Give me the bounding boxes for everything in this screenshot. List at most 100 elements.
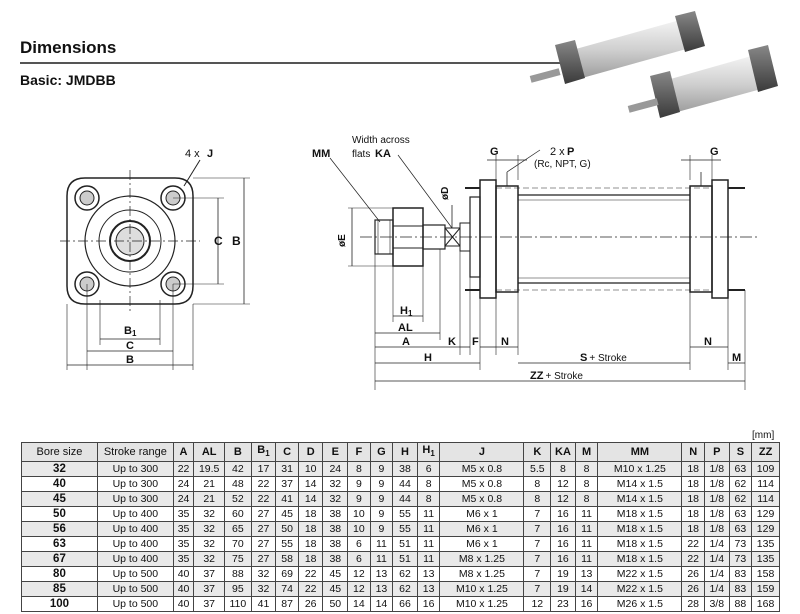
column-header: AL: [193, 441, 226, 463]
table-cell: 8: [416, 491, 441, 508]
table-cell: 114: [751, 476, 780, 493]
table-cell: 9: [347, 476, 371, 493]
table-cell: 5.5: [523, 461, 552, 478]
label-n-left: N: [501, 336, 509, 348]
table-cell: 18: [681, 476, 705, 493]
table-cell: M18 x 1.5: [597, 521, 683, 538]
column-header: H: [392, 441, 418, 463]
table-cell: 73: [728, 551, 753, 568]
table-cell: 63: [21, 536, 98, 553]
column-header: B1: [250, 441, 277, 463]
table-cell: 45: [322, 581, 349, 598]
table-cell: 9: [369, 461, 394, 478]
table-cell: 1/8: [703, 461, 730, 478]
table-cell: 11: [416, 521, 441, 538]
column-header: H1: [416, 441, 441, 463]
table-cell: 26: [297, 596, 324, 613]
table-cell: M18 x 1.5: [597, 506, 683, 523]
label-m: M: [732, 352, 741, 364]
column-header: K: [523, 441, 552, 463]
table-cell: 11: [574, 521, 599, 538]
table-cell: 135: [751, 536, 780, 553]
table-cell: 95: [224, 581, 252, 598]
table-cell: Up to 500: [96, 581, 174, 598]
label-port-count: 2 x: [550, 146, 565, 158]
column-header: C: [275, 441, 299, 463]
table-cell: 8: [550, 461, 576, 478]
table-cell: 88: [224, 566, 252, 583]
table-cell: 16: [574, 596, 599, 613]
table-cell: 109: [751, 461, 780, 478]
table-cell: Up to 300: [96, 491, 174, 508]
table-cell: 11: [369, 551, 394, 568]
table-cell: 22: [681, 551, 705, 568]
table-cell: 10: [347, 506, 371, 523]
column-header: J: [439, 441, 525, 463]
column-header: Bore size: [21, 441, 98, 463]
label-al: AL: [398, 322, 413, 334]
table-cell: M26 x 1.5: [597, 596, 683, 613]
label-phi-e: øE: [337, 234, 348, 247]
table-cell: 74: [275, 581, 299, 598]
column-header: N: [681, 441, 705, 463]
table-cell: 13: [416, 566, 441, 583]
table-cell: M6 x 1: [439, 521, 525, 538]
table-cell: 22: [297, 566, 324, 583]
table-cell: 7: [523, 536, 552, 553]
table-cell: 63: [728, 461, 753, 478]
table-cell: 45: [322, 566, 349, 583]
table-cell: 44: [392, 476, 418, 493]
table-cell: 37: [275, 476, 299, 493]
table-cell: 27: [250, 536, 277, 553]
table-cell: 18: [681, 461, 705, 478]
table-cell: 8: [574, 491, 599, 508]
table-cell: 9: [369, 506, 394, 523]
table-cell: 129: [751, 521, 780, 538]
table-cell: 23: [550, 596, 576, 613]
table-cell: 32: [322, 476, 349, 493]
table-cell: 21: [193, 491, 226, 508]
table-cell: 38: [392, 461, 418, 478]
table-cell: 65: [224, 521, 252, 538]
table-cell: M14 x 1.5: [597, 476, 683, 493]
table-cell: 19: [550, 566, 576, 583]
column-header: MM: [597, 441, 683, 463]
table-cell: 16: [550, 536, 576, 553]
table-cell: 27: [250, 551, 277, 568]
table-cell: 32: [193, 506, 226, 523]
table-cell: 18: [297, 536, 324, 553]
table-cell: 13: [369, 566, 394, 583]
table-cell: 66: [392, 596, 418, 613]
table-cell: 18: [297, 506, 324, 523]
table-cell: 16: [550, 506, 576, 523]
table-cell: 38: [322, 536, 349, 553]
column-header: S: [728, 441, 753, 463]
table-cell: 12: [523, 596, 552, 613]
table-cell: 7: [523, 551, 552, 568]
table-cell: 73: [728, 536, 753, 553]
table-cell: 19.5: [193, 461, 226, 478]
table-cell: 6: [347, 551, 371, 568]
table-cell: M14 x 1.5: [597, 491, 683, 508]
table-cell: 31: [275, 461, 299, 478]
label-g-left: G: [490, 146, 499, 158]
table-cell: 32: [322, 491, 349, 508]
table-cell: 14: [369, 596, 394, 613]
table-cell: 75: [224, 551, 252, 568]
table-cell: 40: [172, 581, 195, 598]
table-cell: Up to 400: [96, 521, 174, 538]
table-cell: 85: [21, 581, 98, 598]
table-cell: 168: [751, 596, 780, 613]
table-cell: 87: [275, 596, 299, 613]
table-cell: 1/8: [703, 491, 730, 508]
table-cell: 41: [275, 491, 299, 508]
table-cell: 18: [681, 521, 705, 538]
label-b: B: [232, 234, 241, 248]
table-cell: 28: [681, 596, 705, 613]
table-cell: 24: [322, 461, 349, 478]
